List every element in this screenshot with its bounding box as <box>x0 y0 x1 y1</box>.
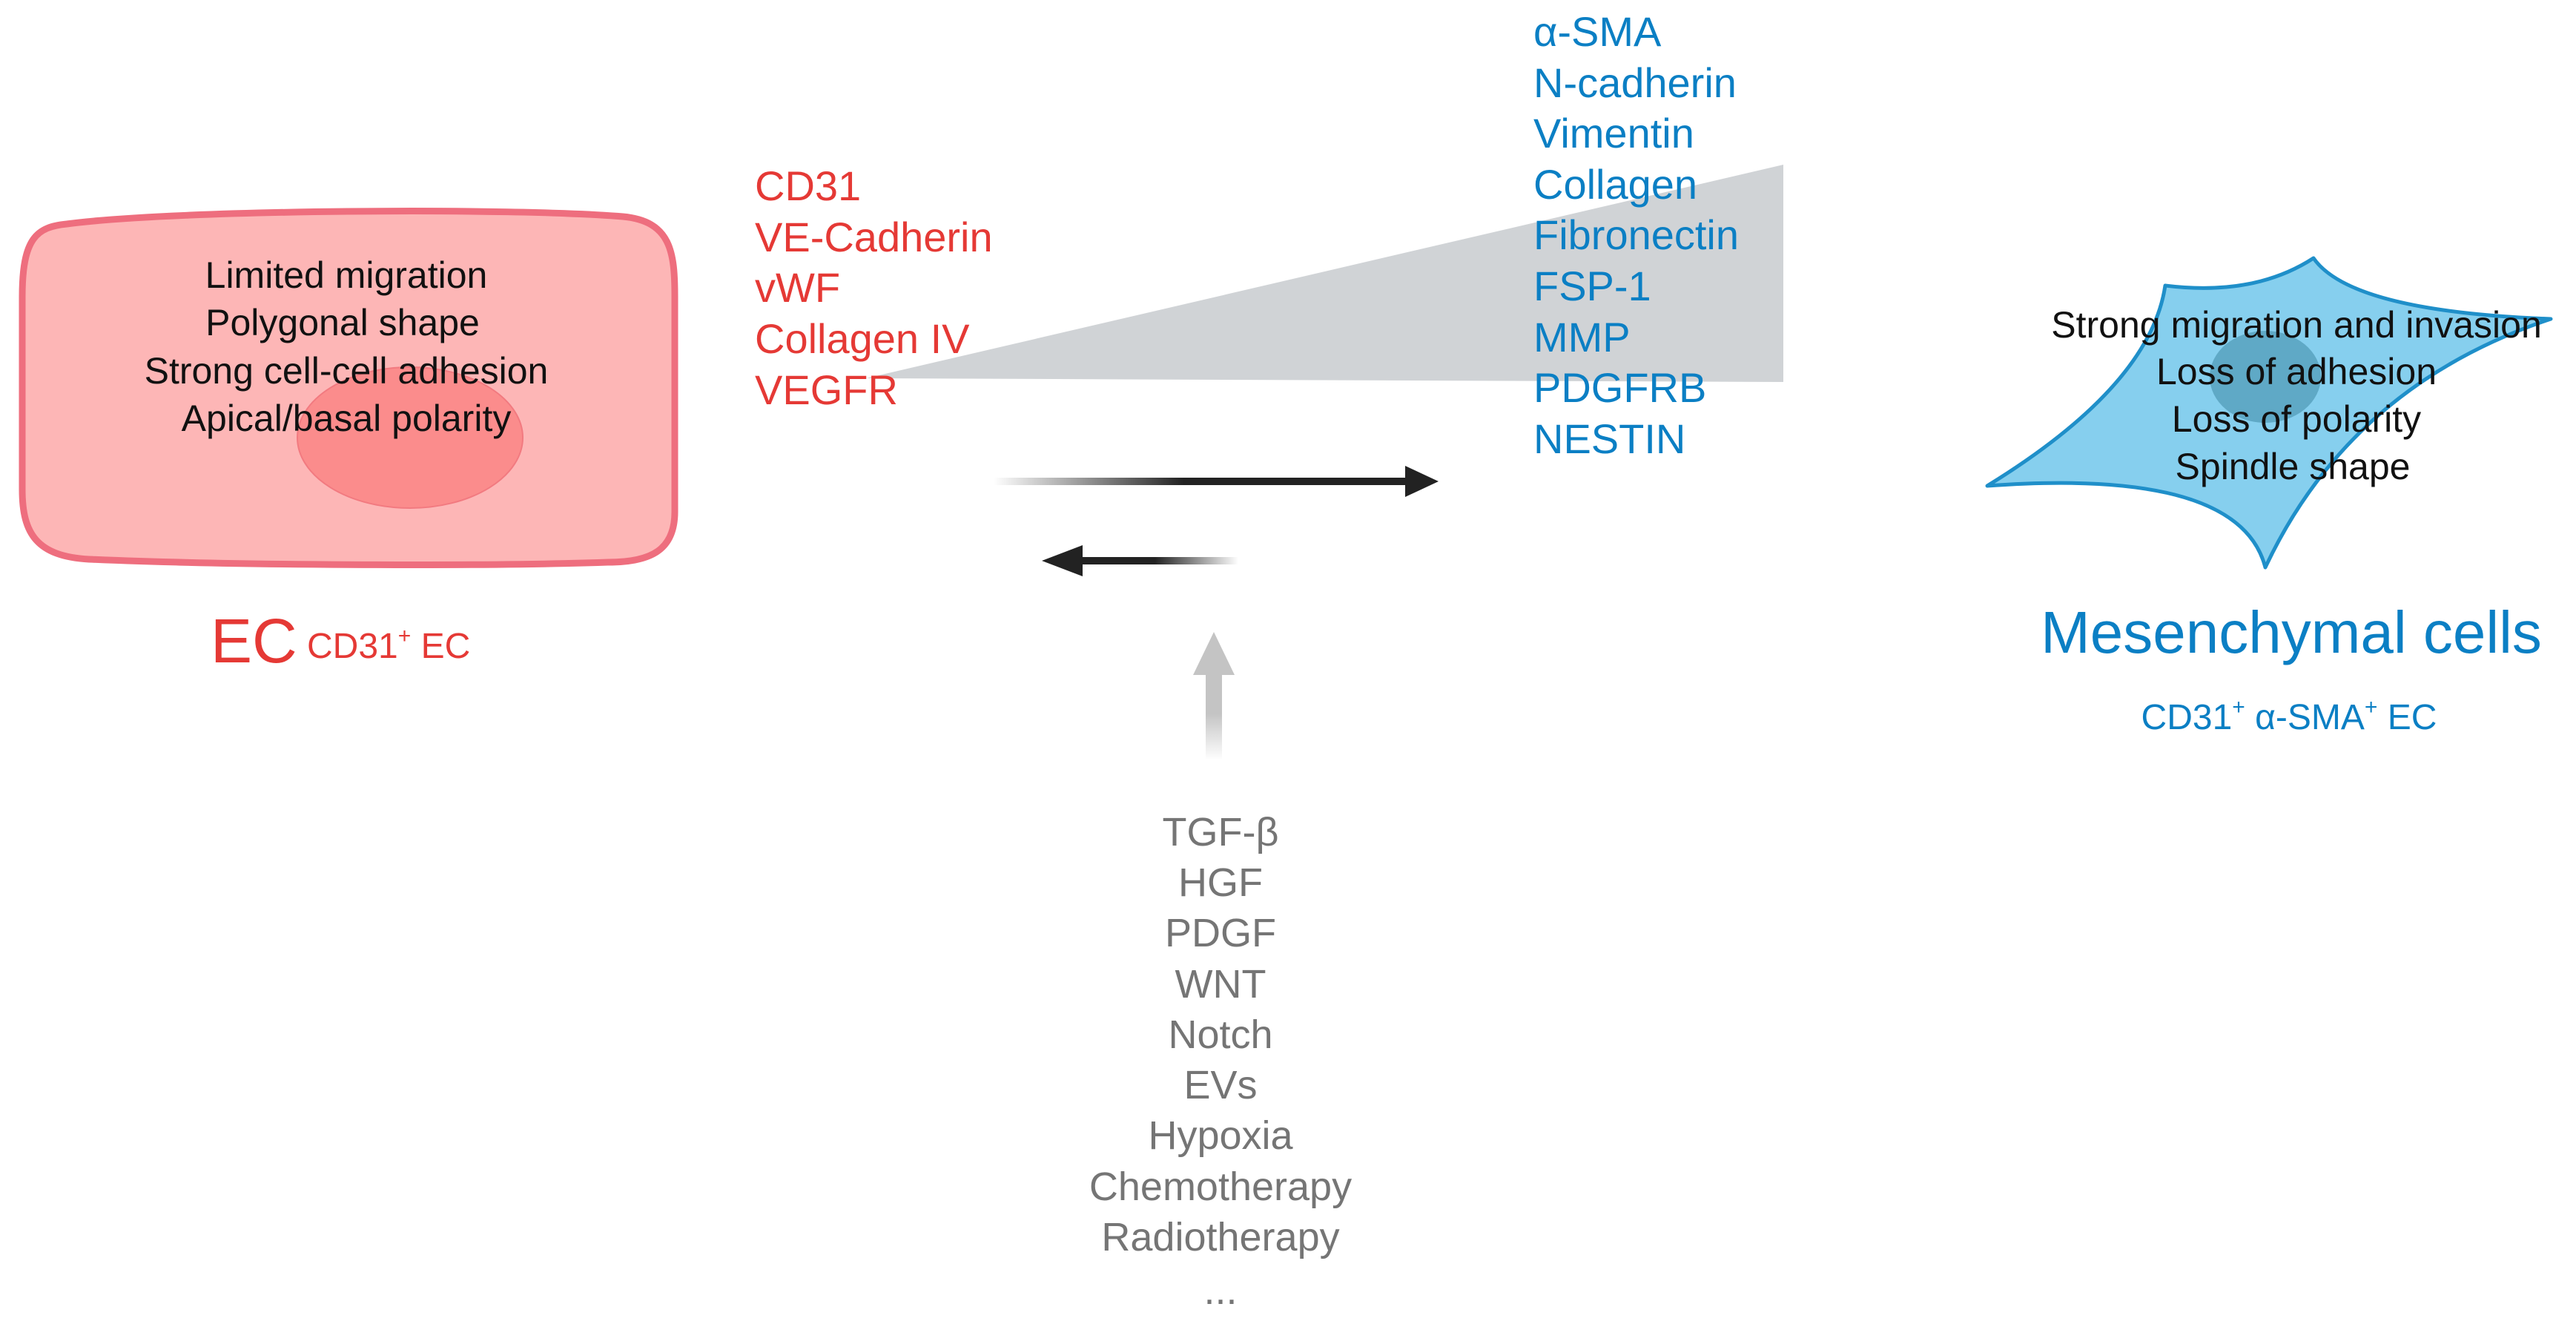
ec-nucleus <box>297 366 524 509</box>
mes-trait: Spindle shape <box>2176 446 2411 487</box>
inducing-factor: TGF-β <box>1162 810 1278 854</box>
ec-marker: VEGFR <box>755 366 898 413</box>
inducing-factor: ... <box>1203 1268 1237 1313</box>
ec-trait: Polygonal shape <box>205 302 480 343</box>
ec-subtitle: CD31+ EC <box>307 624 470 666</box>
mes-marker: FSP-1 <box>1533 263 1651 309</box>
endothelial-cell: Limited migration Polygonal shape Strong… <box>19 208 678 568</box>
mes-subtitle-sup-b: + <box>2365 695 2378 719</box>
inducing-factor: PDGF <box>1165 911 1276 955</box>
mes-trait: Loss of polarity <box>2172 398 2421 440</box>
ec-marker: VE-Cadherin <box>755 214 993 260</box>
ec-subtitle-marker: CD31 <box>307 627 398 666</box>
mesenchymal-nucleus <box>2210 331 2321 423</box>
mes-trait: Strong migration and invasion <box>2051 304 2542 346</box>
mes-marker: Collagen <box>1533 161 1697 208</box>
expression-gradient-wedge <box>866 165 1783 382</box>
inducing-factors-list: TGF-β HGF PDGF WNT Notch EVs Hypoxia Che… <box>1089 810 1352 1313</box>
inducing-factor: EVs <box>1183 1063 1257 1107</box>
inducing-factor: Hypoxia <box>1148 1113 1293 1158</box>
ec-markers-list: CD31 VE-Cadherin vWF Collagen IV VEGFR <box>755 162 993 413</box>
inducing-factor: HGF <box>1178 860 1263 905</box>
inducing-factor: WNT <box>1175 962 1266 1007</box>
reverse-transition-arrow <box>1042 545 1238 576</box>
mes-subtitle-ec: EC <box>2377 698 2437 737</box>
ec-trait: Apical/basal polarity <box>182 398 512 439</box>
mes-marker: PDGFRB <box>1533 364 1706 411</box>
mes-marker: Vimentin <box>1533 110 1694 157</box>
ec-marker: vWF <box>755 264 840 311</box>
mes-marker: NESTIN <box>1533 415 1685 462</box>
mesenchymal-cell: Strong migration and invasion Loss of ad… <box>1985 256 2553 570</box>
stimulus-arrow <box>1193 632 1235 760</box>
mes-marker: α-SMA <box>1533 8 1662 55</box>
mes-marker: MMP <box>1533 314 1631 360</box>
ec-title: EC <box>211 606 297 676</box>
mes-subtitle-asma: α-SMA <box>2245 698 2365 737</box>
forward-transition-arrow <box>994 466 1439 497</box>
mes-marker: Fibronectin <box>1533 211 1739 258</box>
inducing-factor: Notch <box>1168 1012 1272 1057</box>
mes-subtitle-cd31: CD31 <box>2141 698 2233 737</box>
ec-subtitle-sup: + <box>398 624 412 648</box>
ec-marker: CD31 <box>755 162 861 209</box>
mes-subtitle-sup-a: + <box>2232 695 2245 719</box>
ec-trait: Limited migration <box>205 254 488 296</box>
ec-trait: Strong cell-cell adhesion <box>145 350 549 392</box>
mesenchymal-markers-list: α-SMA N-cadherin Vimentin Collagen Fibro… <box>1533 8 1739 462</box>
inducing-factor: Radiotherapy <box>1101 1215 1339 1259</box>
mes-trait: Loss of adhesion <box>2156 351 2437 392</box>
mes-marker: N-cadherin <box>1533 59 1737 106</box>
inducing-factor: Chemotherapy <box>1089 1165 1352 1209</box>
mesenchymal-subtitle: CD31+ α-SMA+ EC <box>2141 695 2437 737</box>
ec-marker: Collagen IV <box>755 315 970 362</box>
ec-subtitle-suffix: EC <box>411 627 470 666</box>
mesenchymal-title: Mesenchymal cells <box>2041 599 2542 665</box>
